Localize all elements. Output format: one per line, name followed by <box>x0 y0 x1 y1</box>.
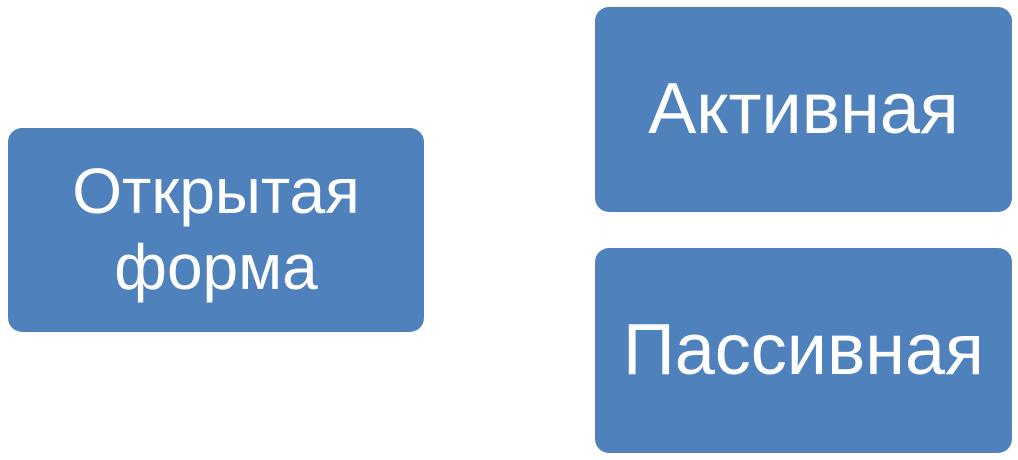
node-open-form: Открытая форма <box>8 128 424 332</box>
node-active: Активная <box>595 7 1012 212</box>
node-active-label: Активная <box>648 69 959 150</box>
node-passive-label: Пассивная <box>622 310 985 391</box>
node-passive: Пассивная <box>595 248 1012 453</box>
node-open-form-label: Открытая форма <box>72 155 360 303</box>
